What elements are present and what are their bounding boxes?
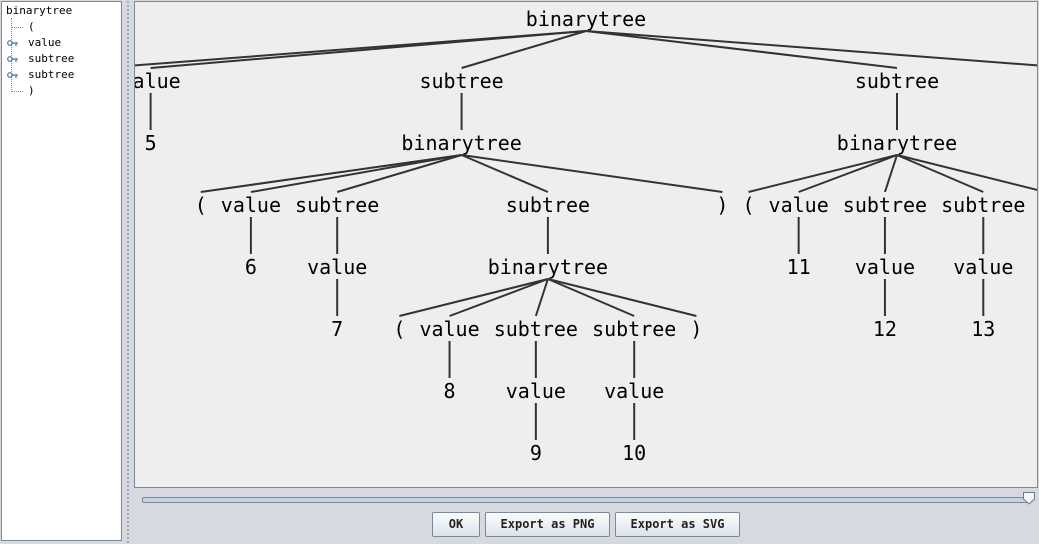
tree-node-value-10: 10 bbox=[622, 441, 646, 465]
tree-edge bbox=[449, 278, 549, 317]
tree-view-panel[interactable]: binarytree ( value subtree subtree ) bbox=[1, 1, 122, 541]
tree-edge bbox=[547, 278, 635, 317]
tree-item-label: ( bbox=[28, 20, 35, 33]
tree-edge bbox=[336, 154, 462, 193]
tree-node-subtree: subtree bbox=[506, 193, 590, 217]
tree-item-paren-close[interactable]: ) bbox=[11, 83, 111, 99]
tree-node-subtree: subtree bbox=[295, 193, 379, 217]
tree-node-close-paren: ) bbox=[690, 317, 702, 341]
tree-item-label: value bbox=[28, 36, 62, 49]
tree-node-open-paren: ( bbox=[195, 193, 207, 217]
tree-edge bbox=[150, 30, 587, 69]
tree-node-open-paren: ( bbox=[742, 193, 754, 217]
tree-node-value-9: 9 bbox=[530, 441, 542, 465]
tree-node-value-8: 8 bbox=[444, 379, 456, 403]
tree-edge bbox=[461, 30, 587, 69]
tree-node-value: value bbox=[855, 255, 915, 279]
slider-thumb[interactable] bbox=[1022, 491, 1036, 505]
split-pane-divider[interactable] bbox=[123, 0, 133, 544]
parse-tree-diagram: binarytree ( value 5 subtree binarytree ( value… bbox=[135, 7, 1037, 465]
tree-item-label: ) bbox=[28, 84, 35, 97]
tree-node-subtree: subtree bbox=[494, 317, 578, 341]
tree-edge bbox=[534, 278, 549, 317]
tree-connector bbox=[11, 27, 23, 28]
tree-node-value: value bbox=[307, 255, 367, 279]
tree-edge bbox=[585, 30, 1037, 67]
tree-node-subtree: subtree bbox=[843, 193, 927, 217]
tree-edge bbox=[896, 154, 984, 193]
tree-item-subtree[interactable]: subtree bbox=[7, 67, 107, 83]
tree-node-binarytree: binarytree bbox=[488, 255, 608, 279]
tree-item-paren-open[interactable]: ( bbox=[11, 19, 111, 35]
tree-item-subtree[interactable]: subtree bbox=[7, 51, 107, 67]
tree-node-value-7: 7 bbox=[331, 317, 343, 341]
tree-edge bbox=[200, 154, 462, 193]
tree-node-subtree: subtree bbox=[419, 69, 503, 93]
tree-edge bbox=[748, 154, 898, 193]
key-expand-icon[interactable] bbox=[7, 39, 19, 47]
tree-edge bbox=[399, 278, 549, 317]
tree-node-subtree: subtree bbox=[592, 317, 676, 341]
tree-node-value: value bbox=[604, 379, 664, 403]
tree-edge bbox=[461, 154, 723, 193]
tree-connector bbox=[11, 91, 23, 92]
tree-item-label: subtree bbox=[28, 68, 75, 81]
tree-edge bbox=[883, 154, 898, 193]
ok-button[interactable]: OK bbox=[432, 512, 480, 537]
tree-node-binarytree: binarytree bbox=[526, 7, 646, 31]
tree-node-open-paren: ( bbox=[393, 317, 405, 341]
zoom-slider[interactable] bbox=[140, 492, 1038, 506]
tree-node-close-paren: ) bbox=[716, 193, 728, 217]
tree-node-value-13: 13 bbox=[971, 317, 995, 341]
tree-node-value-11: 11 bbox=[787, 255, 811, 279]
tree-item-label: subtree bbox=[28, 52, 75, 65]
export-svg-button[interactable]: Export as SVG bbox=[615, 512, 740, 537]
tree-edge bbox=[585, 30, 898, 69]
tree-node-value: value bbox=[506, 379, 566, 403]
tree-node-value: value bbox=[419, 317, 479, 341]
tree-node-value: value bbox=[953, 255, 1013, 279]
tree-node-binarytree: binarytree bbox=[401, 131, 521, 155]
tree-node-binarytree: binarytree bbox=[837, 131, 957, 155]
tree-node-value: value bbox=[135, 69, 181, 93]
tree-node-value-6: 6 bbox=[245, 255, 257, 279]
slider-track[interactable] bbox=[142, 497, 1032, 503]
tree-edge bbox=[798, 154, 898, 193]
parse-tree-canvas: binarytree ( value 5 subtree binarytree ( value… bbox=[134, 1, 1038, 488]
tree-node-subtree: subtree bbox=[941, 193, 1025, 217]
tree-node-value: value bbox=[769, 193, 829, 217]
tree-node-value-5: 5 bbox=[145, 131, 157, 155]
tree-node-value-12: 12 bbox=[873, 317, 897, 341]
tree-node-subtree: subtree bbox=[855, 69, 939, 93]
key-expand-icon[interactable] bbox=[7, 55, 19, 63]
tree-edge bbox=[547, 278, 697, 317]
export-png-button[interactable]: Export as PNG bbox=[485, 512, 610, 537]
tree-edge bbox=[896, 154, 1037, 191]
tree-edge bbox=[461, 154, 549, 193]
tree-node-value: value bbox=[221, 193, 281, 217]
key-expand-icon[interactable] bbox=[7, 71, 19, 79]
tree-edge bbox=[250, 154, 462, 193]
divider-grip bbox=[126, 0, 130, 544]
tree-root-label: binarytree bbox=[6, 4, 73, 17]
tree-item-value[interactable]: value bbox=[7, 35, 107, 51]
tree-guide-line bbox=[11, 18, 12, 92]
